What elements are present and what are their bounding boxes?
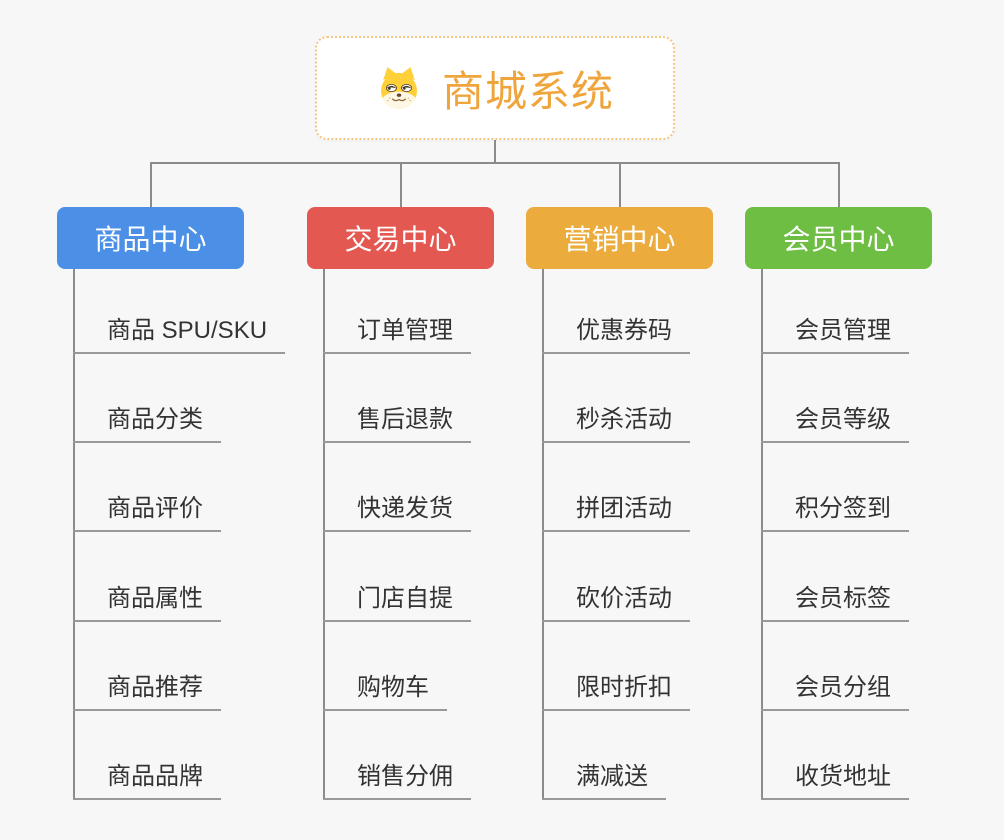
branch-label: 商品中心 <box>94 224 207 255</box>
leaf-node[interactable]: 商品推荐 <box>73 673 221 711</box>
leaf-node[interactable]: 商品评价 <box>73 494 221 532</box>
branch-node[interactable]: 商品中心 <box>57 207 244 269</box>
branch-node[interactable]: 交易中心 <box>307 207 494 269</box>
branch-spine <box>542 269 544 800</box>
leaf-node[interactable]: 售后退款 <box>323 405 471 443</box>
leaf-node[interactable]: 商品分类 <box>73 405 221 443</box>
leaf-node[interactable]: 会员等级 <box>761 405 909 443</box>
leaf-node[interactable]: 会员标签 <box>761 584 909 622</box>
leaf-node[interactable]: 拼团活动 <box>542 494 690 532</box>
branch-column: 商品中心商品 SPU/SKU 商品分类商品评价商品属性商品推荐商品品牌 <box>57 207 286 817</box>
connector-branch-drop <box>837 162 840 207</box>
branch-label: 交易中心 <box>344 224 457 255</box>
connector-branch-drop <box>399 162 402 207</box>
root-node[interactable]: 商城系统 <box>315 36 675 140</box>
leaf-node[interactable]: 会员管理 <box>761 316 909 354</box>
connector-branch-drop <box>618 162 621 207</box>
leaf-node[interactable]: 购物车 <box>323 673 447 711</box>
leaf-node[interactable]: 销售分佣 <box>323 762 471 800</box>
leaf-node[interactable]: 限时折扣 <box>542 673 690 711</box>
branch-label: 会员中心 <box>782 224 895 255</box>
leaf-node[interactable]: 优惠券码 <box>542 316 690 354</box>
leaf-node[interactable]: 秒杀活动 <box>542 405 690 443</box>
leaf-node[interactable]: 商品属性 <box>73 584 221 622</box>
branch-column: 会员中心会员管理会员等级积分签到会员标签会员分组收货地址 <box>745 207 932 817</box>
connector-branch-drop <box>149 162 152 207</box>
leaf-node[interactable]: 商品 SPU/SKU <box>73 316 286 354</box>
leaf-node[interactable]: 砍价活动 <box>542 584 690 622</box>
branch-spine <box>761 269 763 800</box>
connector-root-stub <box>494 140 496 163</box>
branch-column: 交易中心订单管理售后退款快递发货门店自提购物车销售分佣 <box>307 207 494 817</box>
leaf-node[interactable]: 积分签到 <box>761 494 909 532</box>
leaf-node[interactable]: 快递发货 <box>323 494 471 532</box>
branch-spine <box>73 269 75 800</box>
leaf-node[interactable]: 商品品牌 <box>73 762 221 800</box>
leaf-node[interactable]: 门店自提 <box>323 584 471 622</box>
leaf-node[interactable]: 会员分组 <box>761 673 909 711</box>
leaf-node[interactable]: 订单管理 <box>323 316 471 354</box>
connector-rail <box>150 162 839 164</box>
branch-node[interactable]: 营销中心 <box>526 207 713 269</box>
doge-icon <box>381 67 417 109</box>
root-title: 商城系统 <box>441 67 614 115</box>
branch-column: 营销中心优惠券码秒杀活动拼团活动砍价活动限时折扣满减送 <box>526 207 713 817</box>
branch-spine <box>323 269 325 800</box>
leaf-node[interactable]: 收货地址 <box>761 762 909 800</box>
leaf-node[interactable]: 满减送 <box>542 762 666 800</box>
branch-label: 营销中心 <box>563 224 676 255</box>
branch-node[interactable]: 会员中心 <box>745 207 932 269</box>
